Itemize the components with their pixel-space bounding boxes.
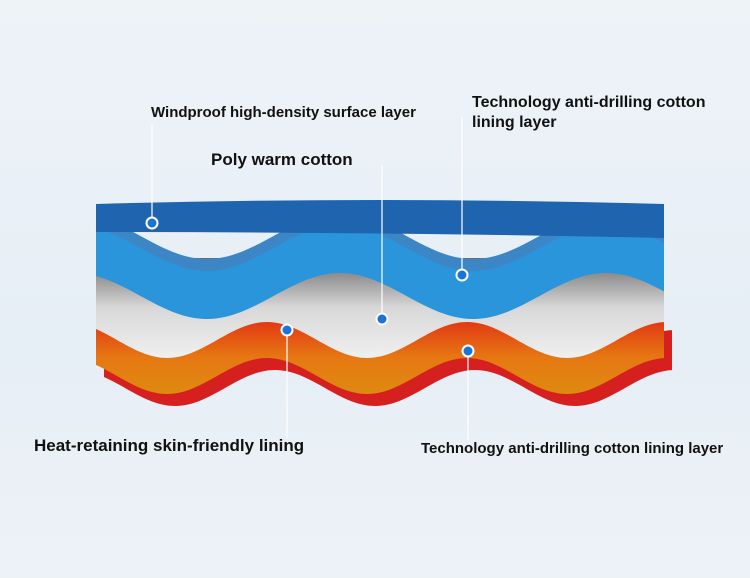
marker-dot — [145, 216, 159, 230]
label-tech-lining-bottom: Technology anti-drilling cotton lining l… — [421, 440, 724, 457]
label-tech-lining-top: Technology anti-drilling cotton lining l… — [472, 94, 706, 131]
marker-dot — [280, 323, 294, 337]
leader-lines — [151, 117, 469, 440]
marker-dot — [461, 344, 475, 358]
marker-dot — [455, 268, 469, 282]
anti-drilling-lining-layer — [96, 225, 664, 319]
label-windproof-surface: Windproof high-density surface layer — [151, 104, 416, 121]
windproof-surface-layer — [96, 200, 664, 238]
label-poly-warm-cotton: Poly warm cotton — [211, 150, 353, 169]
marker-dots — [145, 216, 475, 358]
label-heat-retaining-lining: Heat-retaining skin-friendly lining — [34, 436, 305, 455]
heat-retaining-lining-layer — [96, 322, 664, 394]
marker-dot — [375, 312, 389, 326]
